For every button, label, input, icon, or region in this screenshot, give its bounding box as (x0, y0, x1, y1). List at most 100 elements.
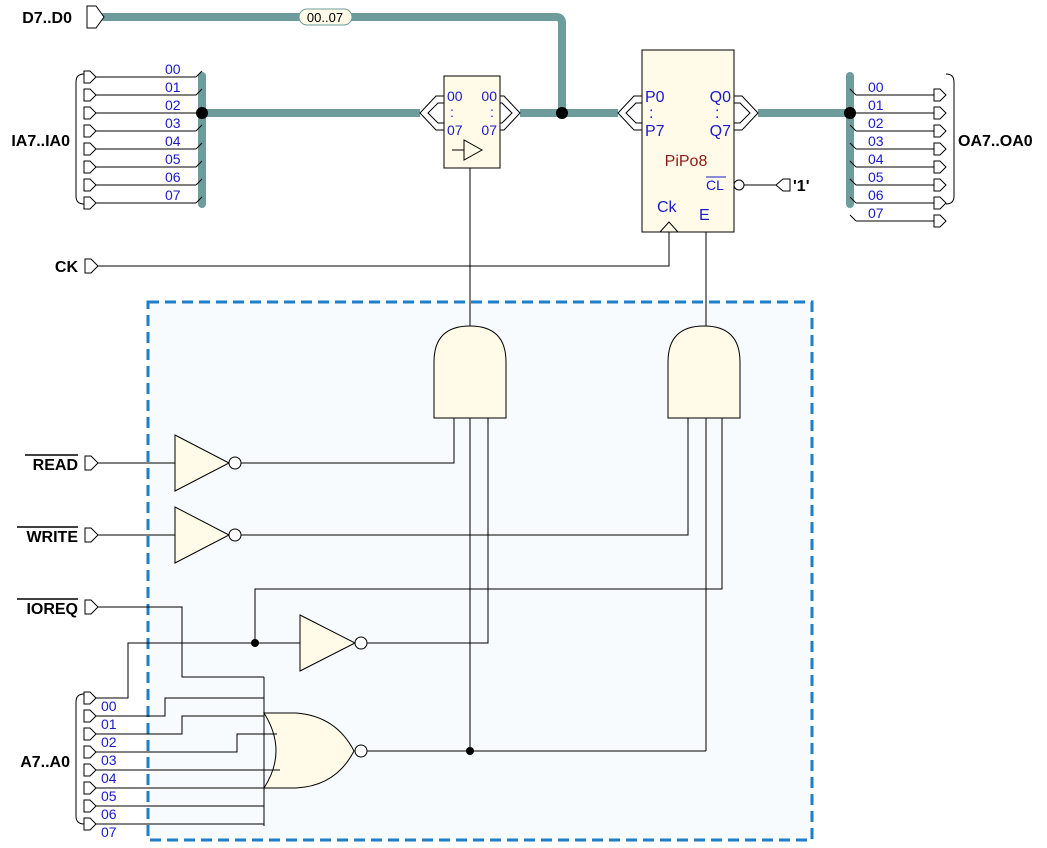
addr-bit-row[interactable]: 07 (83, 817, 264, 840)
addr-bit-label: 02 (101, 734, 117, 750)
register-q-bottom: Q7 (710, 123, 731, 140)
out-bit-label: 02 (868, 115, 884, 131)
in-bit-label: 05 (165, 151, 181, 167)
out-bit-label: 07 (868, 205, 884, 221)
in-bus-brace (75, 73, 85, 205)
tristate-buffer: 00 : 07 00 : 07 (419, 75, 521, 169)
buffer-out-bottom: 07 (481, 122, 497, 138)
addr-bit-row[interactable]: 02 (83, 715, 264, 750)
junction-dot (466, 747, 474, 755)
in-bit-row[interactable]: 02 (83, 97, 203, 120)
buffer-in-dots: : (450, 104, 454, 120)
out-bit-label: 06 (868, 187, 884, 203)
pin-read[interactable]: READ (25, 454, 99, 474)
and-gate-write (667, 325, 741, 419)
junction-dot (556, 107, 568, 119)
pin-write-label: WRITE (26, 529, 78, 546)
in-bit-row[interactable]: 03 (83, 115, 203, 138)
in-bit-label: 07 (165, 187, 181, 203)
pin-in-bus-label: IA7..IA0 (11, 133, 70, 150)
pipo8-register: P0 : P7 Q0 : Q7 PiPo8 CL '1' Ck E (617, 49, 810, 233)
pin-addr-bus-label: A7..A0 (20, 754, 70, 771)
clock-wire (98, 232, 670, 267)
addr-bit-label: 00 (101, 698, 117, 714)
buffer-in-bottom: 07 (447, 122, 463, 138)
out-bit-row[interactable]: 02 (849, 115, 947, 138)
addr-bit-label: 06 (101, 806, 117, 822)
register-clear-value: '1' (793, 178, 810, 195)
out-bit-label: 03 (868, 133, 884, 149)
addr-bit-row[interactable]: 04 (83, 763, 280, 786)
in-bit-row[interactable]: 00 (83, 61, 203, 84)
junction-dot (196, 107, 208, 119)
in-bit-label: 03 (165, 115, 181, 131)
pin-out-bus-label: OA7..OA0 (958, 133, 1033, 150)
and-gate-read (433, 325, 507, 419)
pin-clock[interactable]: CK (55, 258, 99, 276)
addr-bit-row[interactable]: 06 (83, 799, 264, 822)
addr-bit-label: 01 (101, 716, 117, 732)
pin-ioreq-label: IOREQ (26, 601, 78, 618)
in-bit-row[interactable]: 04 (83, 133, 203, 156)
register-p-bottom: P7 (645, 123, 665, 140)
register-enable-label: E (699, 207, 710, 224)
or-gate-address (263, 712, 368, 789)
decoder-wires (98, 418, 723, 752)
out-bit-row[interactable]: 06 (849, 187, 947, 210)
addr-bus-brace (75, 693, 85, 825)
out-bit-row[interactable]: 01 (849, 97, 947, 120)
addr-bit-label: 03 (101, 752, 117, 768)
junction-dot (251, 639, 259, 647)
register-p-top: P0 (645, 89, 665, 106)
out-bit-label: 04 (868, 151, 884, 167)
addr-bit-label: 07 (101, 824, 117, 840)
addr-bit-row[interactable]: 05 (83, 781, 264, 804)
out-bit-row[interactable]: 07 (849, 205, 947, 228)
addr-bit-row[interactable]: 00 (83, 691, 118, 714)
pin-data-bus[interactable]: D7..D0 (22, 5, 105, 29)
out-bit-label: 05 (868, 169, 884, 185)
in-bit-row[interactable]: 06 (83, 169, 203, 192)
buffer-in-top: 00 (447, 88, 463, 104)
in-bit-label: 01 (165, 79, 181, 95)
pin-clock-label: CK (55, 259, 79, 276)
register-name: PiPo8 (665, 153, 708, 170)
in-bit-label: 06 (165, 169, 181, 185)
in-bit-row[interactable]: 07 (83, 187, 203, 210)
pin-write[interactable]: WRITE (17, 526, 99, 546)
out-bit-row[interactable]: 03 (849, 133, 947, 156)
addr-bit-label: 04 (101, 770, 117, 786)
out-bit-label: 01 (868, 97, 884, 113)
register-clear-label: CL (706, 177, 724, 193)
not-gate-write (174, 506, 242, 564)
in-bit-row[interactable]: 01 (83, 79, 203, 102)
register-p-dots: : (649, 105, 653, 122)
data-bus (100, 13, 566, 117)
out-bit-row[interactable]: 05 (849, 169, 947, 192)
addr-bit-row[interactable]: 03 (83, 733, 277, 768)
pin-clear-const (775, 178, 791, 192)
buffer-out-dots: : (490, 104, 494, 120)
out-bit-label: 00 (868, 79, 884, 95)
pin-ioreq[interactable]: IOREQ (17, 598, 99, 618)
addr-bit-row[interactable]: 01 (83, 697, 264, 732)
out-bus-bits: 00 01 02 03 04 05 06 07 (849, 79, 947, 228)
buffer-out-top: 00 (481, 88, 497, 104)
in-bus-bits: 00 01 02 03 04 05 06 07 (83, 61, 203, 210)
buffer-triangle-icon (463, 139, 484, 161)
in-bit-label: 04 (165, 133, 181, 149)
in-bit-row[interactable]: 05 (83, 151, 203, 174)
out-bit-row[interactable]: 04 (849, 151, 947, 174)
in-bit-label: 02 (165, 97, 181, 113)
register-clock-label: Ck (657, 199, 678, 216)
bus-tag: 00..07 (298, 8, 353, 26)
internal-bus (198, 72, 854, 208)
out-bit-row[interactable]: 00 (849, 79, 947, 102)
clock-triangle-icon (659, 221, 679, 233)
pin-read-label: READ (33, 457, 78, 474)
bus-tag-label: 00..07 (307, 10, 343, 25)
in-bit-label: 00 (165, 61, 181, 77)
register-q-top: Q0 (710, 89, 731, 106)
